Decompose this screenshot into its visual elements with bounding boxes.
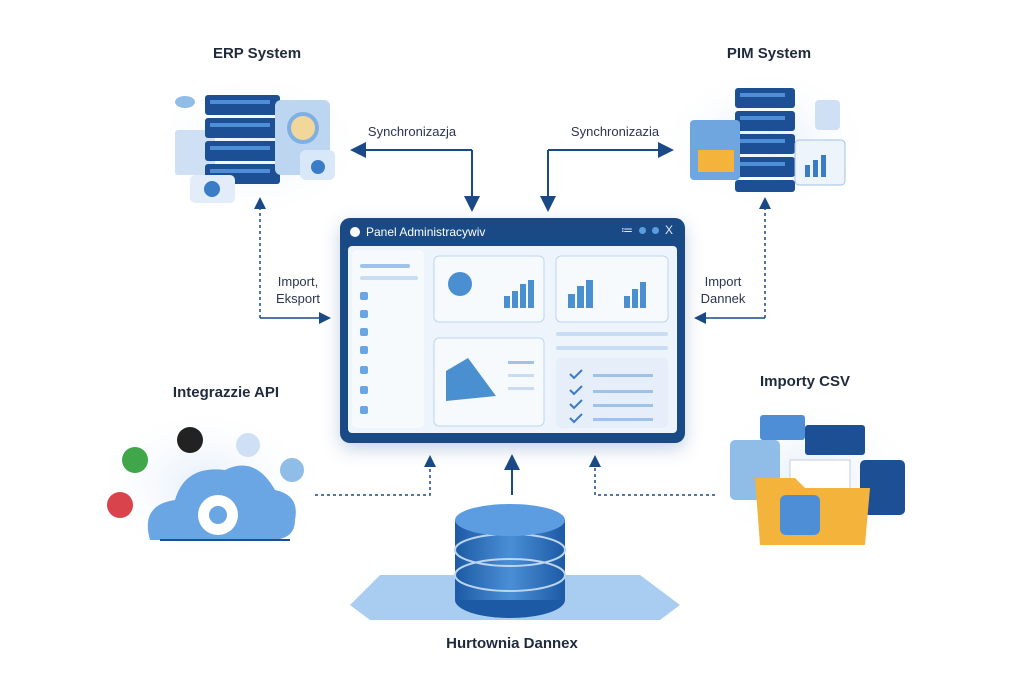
panel-body bbox=[348, 246, 677, 433]
csv-folder-icon bbox=[730, 415, 905, 545]
import-export-arrow bbox=[254, 197, 331, 324]
import-export-line2: Eksport bbox=[275, 291, 321, 306]
close-icon[interactable]: X bbox=[664, 223, 673, 237]
erp-server-icon bbox=[175, 95, 335, 203]
bottom-arrows bbox=[315, 454, 715, 496]
settings-icon[interactable]: ≔ bbox=[620, 223, 633, 237]
dwh-label: Hurtownia Dannex bbox=[446, 635, 578, 652]
sync-left-label: Synchronizazja bbox=[367, 124, 457, 139]
task-checklist bbox=[569, 369, 583, 424]
import-export-line1: Import, bbox=[277, 274, 319, 289]
sync-right-arrow bbox=[540, 142, 674, 212]
api-label: Integrazzie API bbox=[172, 384, 280, 401]
pie-chart-icon bbox=[448, 272, 472, 296]
import-data-line2: Dannek bbox=[700, 291, 746, 306]
import-data-line1: Import bbox=[704, 274, 742, 289]
maximize-icon[interactable] bbox=[651, 226, 659, 234]
admin-panel-window: Panel Administracywiv ≔ X bbox=[340, 218, 685, 443]
sync-left-arrow bbox=[350, 142, 480, 212]
bar-chart-icon bbox=[504, 280, 534, 308]
window-dot-icon bbox=[350, 227, 360, 237]
import-export-label: Import, Eksport bbox=[276, 273, 320, 307]
window-controls: ≔ X bbox=[621, 223, 673, 237]
minimize-icon[interactable] bbox=[638, 226, 646, 234]
sidebar-checklist bbox=[360, 292, 368, 414]
csv-label: Importy CSV bbox=[759, 373, 851, 390]
data-warehouse-icon bbox=[350, 504, 680, 620]
bar-chart-icon bbox=[568, 280, 646, 308]
sync-right-label: Synchronizazia bbox=[570, 124, 660, 139]
pim-server-icon bbox=[690, 88, 846, 192]
import-data-label: Import Dannek bbox=[701, 273, 746, 307]
dashboard-graphics bbox=[352, 250, 669, 428]
area-chart-icon bbox=[446, 358, 496, 401]
erp-label: ERP System bbox=[212, 45, 302, 62]
pim-label: PIM System bbox=[726, 45, 812, 62]
panel-title: Panel Administracywiv bbox=[366, 225, 486, 239]
import-data-arrow bbox=[694, 197, 771, 324]
api-cloud-icon bbox=[107, 427, 304, 541]
sidebar bbox=[352, 250, 424, 428]
